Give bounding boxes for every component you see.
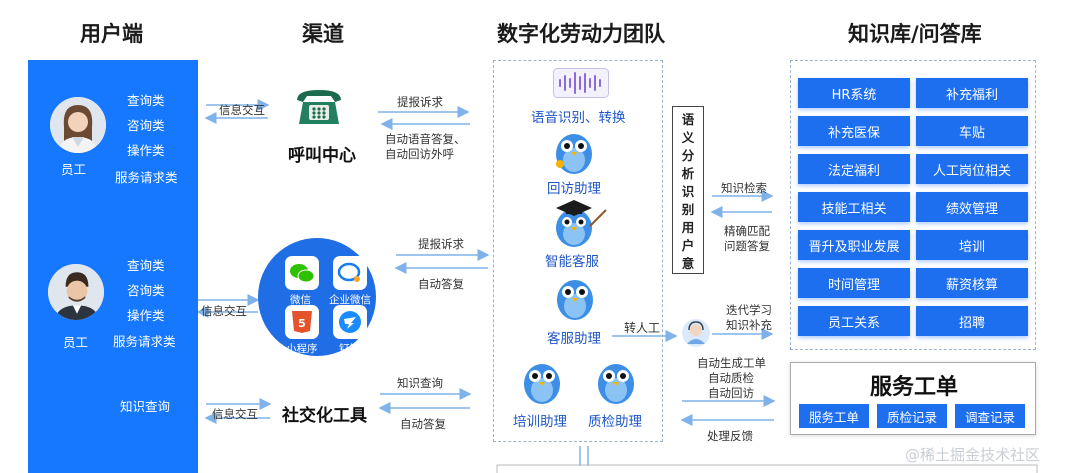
channel-social-tools: 社交化工具 — [282, 406, 367, 426]
kb-item-performance[interactable]: 绩效管理 — [916, 192, 1028, 222]
svg-text:5: 5 — [298, 317, 306, 330]
link-label-knowledge-search: 知识检索 — [721, 181, 767, 195]
kb-item-time-management[interactable]: 时间管理 — [798, 268, 910, 298]
service-ticket-title: 服务工单 — [869, 375, 958, 400]
digital-team-container — [493, 60, 663, 442]
waveform-icon — [553, 68, 609, 102]
semantic-char: 别 — [681, 202, 695, 217]
header-kb: 知识库/问答库 — [848, 22, 982, 46]
html5-icon: 5 — [285, 305, 319, 339]
link-label-knowledge-supplement: 知识补充 — [726, 318, 772, 332]
bird-service-assistant-icon — [553, 272, 597, 326]
link-label-info-2: 信息交互 — [201, 304, 247, 318]
link-label-app-auto-reply: 自动答复 — [418, 277, 464, 291]
bird-qa-icon — [594, 356, 638, 410]
kb-item-manual-positions[interactable]: 人工岗位相关 — [916, 154, 1028, 184]
semantic-char: 分 — [681, 148, 695, 163]
user-item-knowledge-query: 知识查询 — [120, 399, 171, 414]
kb-item-recruitment[interactable]: 招聘 — [916, 306, 1028, 336]
semantic-char: 户 — [681, 238, 695, 253]
team-training-assistant: 培训助理 — [513, 414, 567, 430]
ticket-service-order-button[interactable]: 服务工单 — [799, 404, 869, 428]
semantic-char: 语 — [681, 112, 695, 127]
link-label-social-query: 知识查询 — [397, 376, 443, 390]
semantic-char: 析 — [681, 166, 695, 181]
wechat-icon — [285, 256, 319, 290]
link-label-feedback: 处理反馈 — [707, 429, 753, 443]
semantic-char: 意 — [681, 256, 695, 271]
employee-avatar-female — [50, 97, 106, 153]
team-smart-service: 智能客服 — [545, 254, 599, 270]
link-label-info-3: 信息交互 — [212, 407, 258, 421]
user-item-consult-2: 咨询类 — [127, 283, 165, 298]
kb-item-supplementary-benefits[interactable]: 补充福利 — [916, 78, 1028, 108]
telephone-icon — [293, 86, 345, 132]
ticket-survey-record-button[interactable]: 调查记录 — [955, 404, 1025, 428]
user-item-operation: 操作类 — [127, 143, 165, 158]
kb-item-statutory-benefits[interactable]: 法定福利 — [798, 154, 910, 184]
kb-item-car-allowance[interactable]: 车贴 — [916, 116, 1028, 146]
watermark: @稀土掘金技术社区 — [905, 446, 1041, 464]
link-label-info-1: 信息交互 — [219, 103, 265, 117]
kb-item-hr-system[interactable]: HR系统 — [798, 78, 910, 108]
semantic-char: 识 — [681, 184, 695, 199]
link-label-auto-callback: 自动回访 — [708, 386, 754, 400]
header-team: 数字化劳动力团队 — [497, 22, 665, 46]
header-user: 用户端 — [80, 22, 143, 46]
service-ticket-panel: 服务工单 服务工单 质检记录 调查记录 — [790, 362, 1036, 435]
kb-item-training[interactable]: 培训 — [916, 230, 1028, 260]
user-role-label-2: 员工 — [63, 335, 89, 350]
kb-item-payroll[interactable]: 薪资核算 — [916, 268, 1028, 298]
app-label-wechat: 微信 — [290, 294, 311, 306]
link-label-call-auto-voice: 自动语音答复、 — [385, 132, 466, 146]
link-label-iterative-learning: 迭代学习 — [726, 303, 772, 317]
knowledge-base-container — [790, 60, 1036, 350]
link-label-call-auto-callback: 自动回访外呼 — [385, 147, 454, 161]
team-service-assistant: 客服助理 — [547, 331, 601, 347]
link-label-app-submit: 提报诉求 — [418, 237, 464, 251]
link-label-question-answer: 问题答复 — [724, 239, 770, 253]
app-label-wework: 企业微信 — [329, 294, 371, 306]
app-label-dingtalk: 钉钉 — [339, 343, 360, 355]
user-item-service-request-2: 服务请求类 — [113, 334, 176, 349]
link-label-call-submit: 提报诉求 — [397, 95, 443, 109]
channel-call-center: 呼叫中心 — [288, 146, 356, 166]
kb-item-employee-relations[interactable]: 员工关系 — [798, 306, 910, 336]
team-followup-assistant: 回访助理 — [547, 181, 601, 197]
user-item-operation-2: 操作类 — [127, 308, 165, 323]
user-item-service-request: 服务请求类 — [115, 170, 178, 185]
employee-avatar-male — [48, 264, 104, 320]
semantic-char: 用 — [681, 220, 695, 235]
user-item-query-2: 查询类 — [127, 258, 165, 273]
human-agent-icon — [681, 318, 711, 352]
user-role-label: 员工 — [61, 162, 87, 177]
header-channel: 渠道 — [302, 22, 344, 46]
semantic-analysis-box: 语 义 分 析 识 别 用 户 意 — [672, 106, 704, 274]
kb-item-skilled-workers[interactable]: 技能工相关 — [798, 192, 910, 222]
link-label-auto-qa: 自动质检 — [708, 371, 754, 385]
semantic-char: 义 — [681, 130, 695, 145]
ticket-qa-record-button[interactable]: 质检记录 — [877, 404, 947, 428]
user-item-query: 查询类 — [127, 93, 165, 108]
team-voice-recognition: 语音识别、转换 — [531, 110, 626, 126]
dingtalk-icon — [333, 305, 367, 339]
team-qa-assistant: 质检助理 — [588, 414, 642, 430]
link-label-social-auto-reply: 自动答复 — [400, 417, 446, 431]
bird-graduate-icon — [550, 196, 608, 254]
wework-icon — [333, 256, 367, 290]
app-label-miniprogram: 小程序 — [286, 343, 318, 355]
link-label-to-human: 转人工 — [624, 321, 661, 335]
link-label-precise-match: 精确匹配 — [724, 224, 770, 238]
bird-training-icon — [520, 356, 564, 410]
link-label-auto-ticket: 自动生成工单 — [697, 356, 766, 370]
kb-item-promotion[interactable]: 晋升及职业发展 — [798, 230, 910, 260]
bird-followup-icon — [552, 126, 596, 180]
kb-item-supplementary-medical[interactable]: 补充医保 — [798, 116, 910, 146]
user-item-consult: 咨询类 — [127, 118, 165, 133]
